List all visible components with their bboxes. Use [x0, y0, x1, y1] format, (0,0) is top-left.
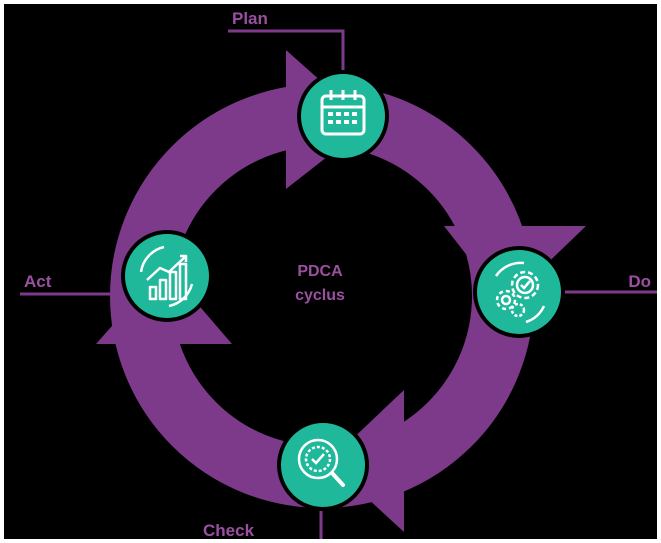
act-node: [121, 230, 213, 322]
plan-connector: [228, 29, 345, 75]
do-node: [473, 246, 565, 338]
plan-node: [297, 70, 389, 162]
center-title-line1: PDCA: [297, 263, 343, 280]
gears-icon: [494, 261, 546, 324]
magnifier-badge-icon: [297, 438, 345, 487]
diagram-background: Plan Do Check Act PDCA cyclus: [4, 4, 657, 539]
check-node: [277, 419, 369, 511]
growth-chart-icon: [139, 245, 194, 308]
act-label: Act: [24, 272, 52, 291]
plan-label: Plan: [232, 9, 268, 28]
check-label: Check: [203, 521, 255, 539]
center-title-line2: cyclus: [295, 287, 345, 304]
pdca-diagram: Plan Do Check Act PDCA cyclus: [20, 9, 657, 539]
calendar-icon: [320, 90, 366, 136]
do-label: Do: [628, 272, 651, 291]
